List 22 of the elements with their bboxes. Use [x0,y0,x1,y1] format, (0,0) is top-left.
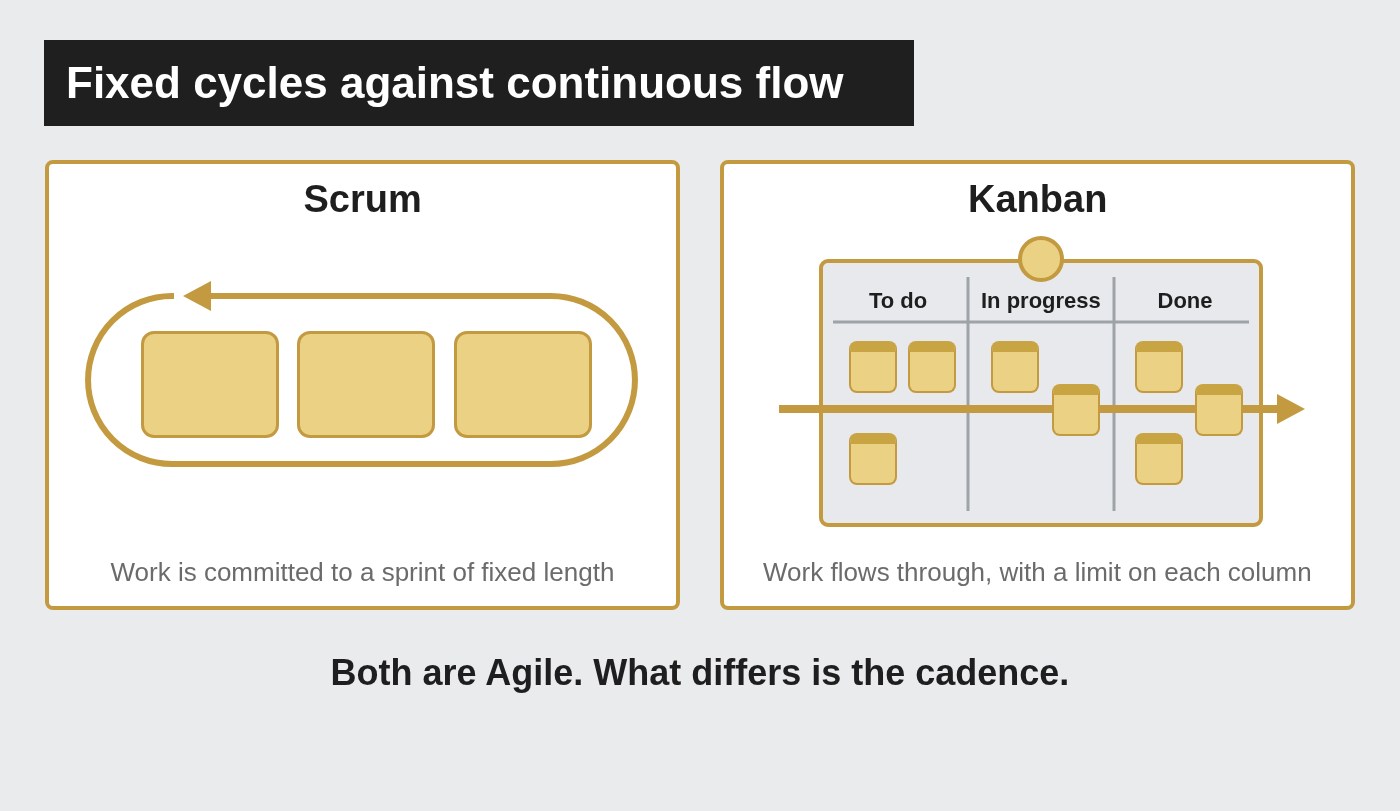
caption-text: Both are Agile. What differs is the cadence. [330,652,1070,694]
sticky-note [1195,384,1243,436]
sticky-note [849,341,897,393]
sprint-box [454,331,592,438]
sticky-note [991,341,1039,393]
sticky-note [908,341,956,393]
panel-title: Scrum [303,178,422,222]
sprint-box [141,331,279,438]
panel-caption: Work flows through, with a limit on each column [763,558,1312,588]
sticky-note [849,433,897,485]
panel-caption: Work is committed to a sprint of fixed length [110,558,615,588]
panel-card [720,160,1355,610]
sticky-note [1135,341,1183,393]
panel-title: Kanban [968,178,1108,222]
column-header: In progress [981,287,1101,313]
sprint-box [297,331,435,438]
column-header: Done [1157,287,1213,313]
sticky-note [1052,384,1100,436]
sticky-note [1135,433,1183,485]
title-banner: Fixed cycles against continuous flow [44,40,914,126]
column-header: To do [869,287,928,313]
panel-card [45,160,680,610]
